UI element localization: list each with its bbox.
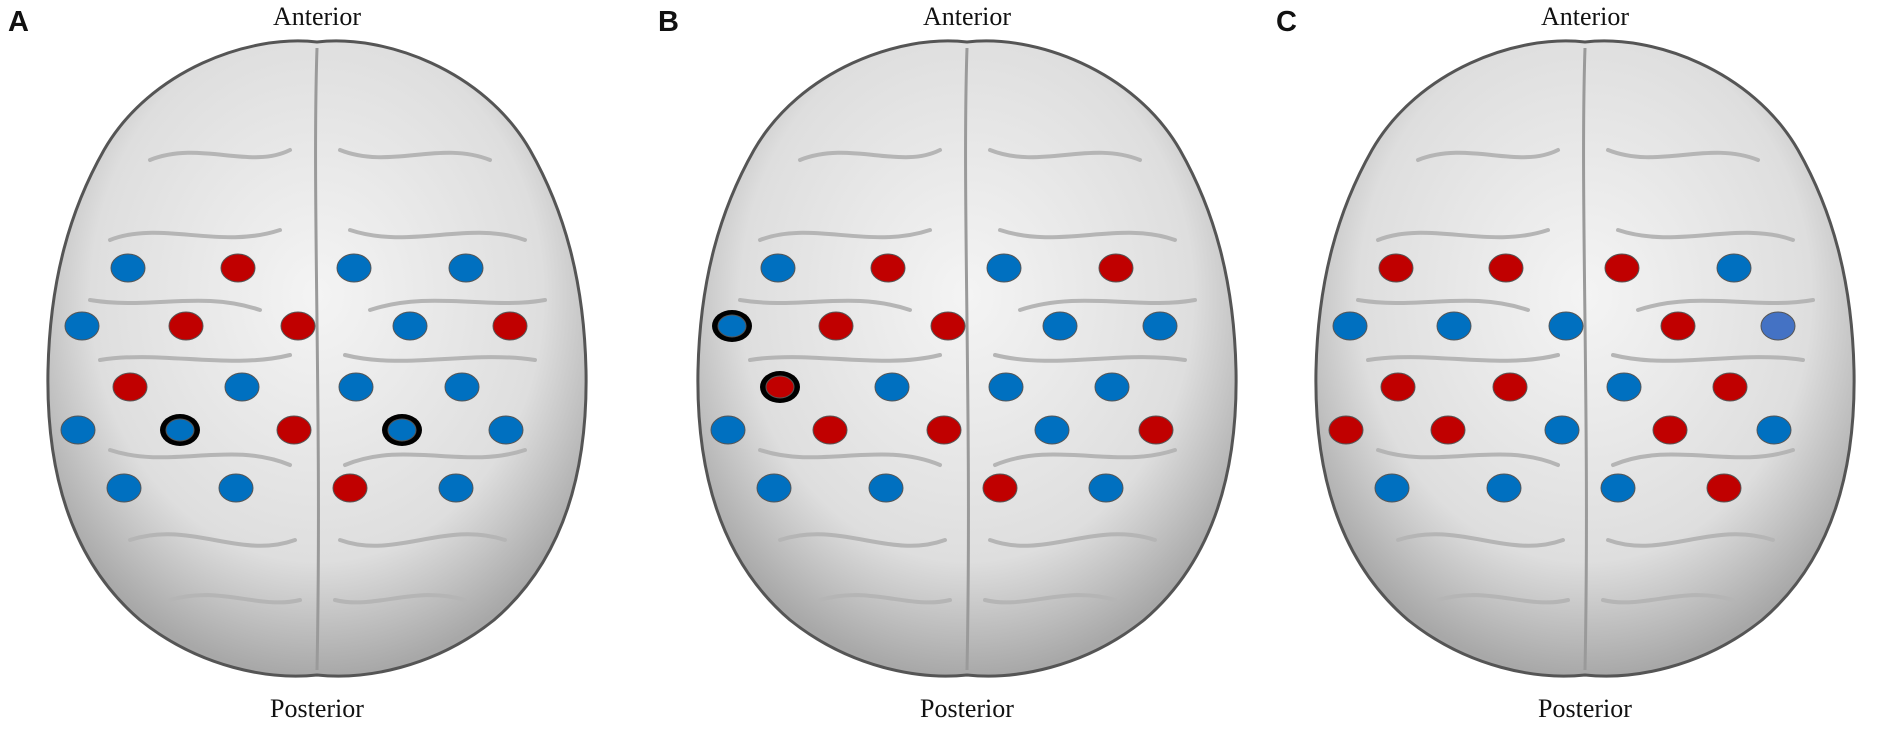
electrode-red [1430, 415, 1466, 445]
electrode-red [1604, 253, 1640, 283]
electrode-blue [868, 473, 904, 503]
electrode-blue [1034, 415, 1070, 445]
panel-a: A Anterior Posterior [0, 0, 634, 730]
electrode-red [112, 372, 148, 402]
panel-letter: B [658, 6, 679, 38]
electrode-blue [224, 372, 260, 402]
electrode-red [1328, 415, 1364, 445]
brain-top-view [696, 39, 1238, 678]
electrode-blue [717, 314, 747, 338]
posterior-label: Posterior [920, 694, 1014, 723]
electrode-blue [1544, 415, 1580, 445]
electrode-red [168, 311, 204, 341]
electrode-red [1706, 473, 1742, 503]
midline-fissure [964, 47, 970, 671]
electrode-blue [1088, 473, 1124, 503]
electrode-blue [1332, 311, 1368, 341]
electrode-red [1098, 253, 1134, 283]
electrode-blue [710, 415, 746, 445]
electrode-red [492, 311, 528, 341]
posterior-label: Posterior [270, 694, 364, 723]
electrode-red [1660, 311, 1696, 341]
electrode-blue [64, 311, 100, 341]
electrode-blue [336, 253, 372, 283]
electrode-red [220, 253, 256, 283]
electrode-blue [392, 311, 428, 341]
electrode-blue [1716, 253, 1752, 283]
midline-fissure [314, 47, 320, 671]
electrode-blue [1606, 372, 1642, 402]
electrode-blue [60, 415, 96, 445]
electrode-blue [1042, 311, 1078, 341]
electrode-blue [1094, 372, 1130, 402]
anterior-label: Anterior [272, 2, 362, 31]
brain-top-view [1314, 39, 1856, 678]
electrode-red [1488, 253, 1524, 283]
electrode-blue [1436, 311, 1472, 341]
electrode-blue [1756, 415, 1792, 445]
electrode-red [1380, 372, 1416, 402]
electrode-light [1760, 311, 1796, 341]
electrode-blue [438, 473, 474, 503]
electrode-red [1492, 372, 1528, 402]
electrode-red [1138, 415, 1174, 445]
panel-b: B Anterior Posterior [650, 0, 1284, 730]
electrode-blue [1142, 311, 1178, 341]
electrode-blue [338, 372, 374, 402]
electrode-blue [488, 415, 524, 445]
electrode-red [982, 473, 1018, 503]
electrode-blue [448, 253, 484, 283]
anterior-label: Anterior [1540, 2, 1630, 31]
brain-top-view [46, 39, 588, 678]
panel-c: C Anterior Posterior [1268, 0, 1902, 730]
electrode-blue [387, 418, 417, 442]
electrode-blue [218, 473, 254, 503]
electrode-blue [1548, 311, 1584, 341]
electrode-red [1378, 253, 1414, 283]
electrode-blue [988, 372, 1024, 402]
sulci-texture [1356, 148, 1815, 605]
electrode-blue [106, 473, 142, 503]
electrode-blue [110, 253, 146, 283]
electrode-blue [444, 372, 480, 402]
electrode-red [276, 415, 312, 445]
electrode-red [870, 253, 906, 283]
panel-letter: C [1276, 6, 1297, 38]
electrode-red [280, 311, 316, 341]
electrode-blue [756, 473, 792, 503]
panel-letter: A [8, 6, 29, 38]
electrode-red [930, 311, 966, 341]
electrode-blue [874, 372, 910, 402]
electrode-red [332, 473, 368, 503]
anterior-label: Anterior [922, 2, 1012, 31]
electrode-blue [1600, 473, 1636, 503]
sulci-texture [88, 148, 547, 605]
electrode-red [1712, 372, 1748, 402]
electrode-blue [986, 253, 1022, 283]
electrode-red [1652, 415, 1688, 445]
electrode-red [765, 375, 795, 399]
midline-fissure [1582, 47, 1588, 671]
electrode-blue [760, 253, 796, 283]
electrode-blue [165, 418, 195, 442]
electrode-red [926, 415, 962, 445]
electrode-red [818, 311, 854, 341]
electrode-red [812, 415, 848, 445]
electrode-blue [1486, 473, 1522, 503]
posterior-label: Posterior [1538, 694, 1632, 723]
sulci-texture [738, 148, 1197, 605]
electrode-blue [1374, 473, 1410, 503]
